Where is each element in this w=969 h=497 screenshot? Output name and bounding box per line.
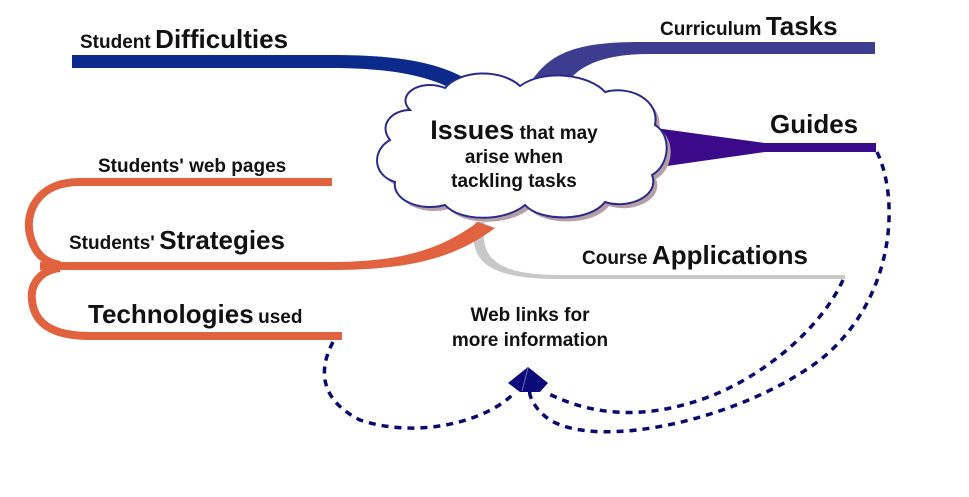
label-students-web-pages: Students' web pages	[98, 156, 287, 177]
branch-guides	[648, 127, 876, 167]
connector-technologies-to-weblinks	[322, 341, 517, 430]
web-link-marker-icon	[508, 367, 548, 392]
label-technologies-used: Technologies used	[88, 299, 303, 329]
branch-technologies-used	[27, 264, 342, 340]
branch-students-web-pages	[24, 178, 332, 269]
center-title: Issues	[430, 115, 515, 145]
center-subtitle-2: arise when	[464, 147, 564, 168]
branch-curriculum-tasks	[525, 42, 875, 96]
branch-course-applications	[473, 222, 845, 279]
center-subtitle-3: tackling tasks	[451, 171, 577, 192]
center-cloud	[376, 72, 671, 222]
label-course-applications: Course Applications	[582, 240, 808, 270]
connector-applications-to-weblinks	[544, 279, 845, 415]
label-students-strategies: Students' Strategies	[69, 225, 285, 255]
branch-student-difficulties	[72, 55, 485, 100]
center-subtitle-1: that may	[519, 123, 598, 144]
label-curriculum-tasks: Curriculum Tasks	[660, 11, 838, 41]
connector-guides-to-weblinks	[527, 151, 891, 434]
center-topic: Issues that may arise when tackling task…	[392, 115, 636, 194]
web-links-label: Web links for more information	[451, 305, 609, 351]
branch-students-strategies	[40, 222, 495, 270]
label-student-difficulties: Student Difficulties	[80, 24, 289, 54]
label-guides: Guides	[770, 109, 859, 139]
